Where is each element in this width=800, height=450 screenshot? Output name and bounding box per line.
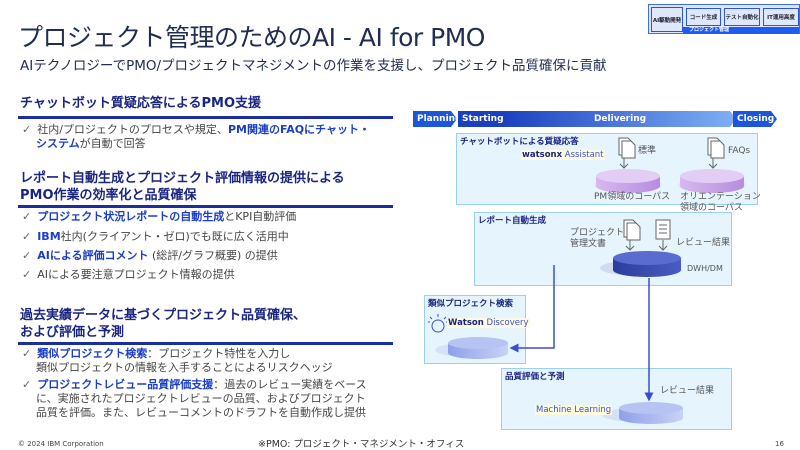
document-icon xyxy=(623,219,641,251)
phase-planning: Planning xyxy=(413,111,457,127)
phase-starting: Starting xyxy=(458,111,506,127)
phase-delivering: Delivering xyxy=(500,111,736,127)
section-heading: チャットボット質疑応答によるPMO支援 xyxy=(20,96,261,111)
box-title: 類似プロジェクト検索 xyxy=(428,299,514,309)
page-title: プロジェクト管理のためのAI - AI for PMO xyxy=(18,23,485,52)
page-subtitle: AIテクノロジーでPMO/プロジェクトマネジメントの作業を支援し、プロジェクト品… xyxy=(20,58,607,74)
box-title: 品質評価と予測 xyxy=(505,372,565,382)
document-icon xyxy=(707,137,725,169)
box-title: レポート自動生成 xyxy=(478,216,547,226)
topic-nav: AI駆動開発 コード生成 テスト自動化 IT運用高度 プロジェクト管理 xyxy=(648,4,800,34)
bullet-item: ✓プロジェクト状況レポートの自動生成とKPI自動評価 xyxy=(22,210,297,223)
corpus-database-icon xyxy=(678,169,746,193)
quality-box: 品質評価と予測 xyxy=(501,368,732,430)
bullet-item: ✓IBM社内(クライアント・ゼロ)でも既に広く活用中 xyxy=(22,230,289,243)
copyright: © 2024 IBM Corporation xyxy=(18,440,104,448)
doc-label: 標準 xyxy=(638,146,657,156)
watson-logo-icon xyxy=(428,314,448,333)
ml-database-icon xyxy=(602,402,683,424)
checklist-icon xyxy=(655,219,671,251)
box-title: チャットボットによる質疑応答 xyxy=(460,137,579,147)
bullet-item: ✓AIによる要注意プロジェクト情報の提供 xyxy=(22,268,235,281)
divider xyxy=(18,116,393,119)
bullet-item: ✓プロジェクトレビュー品質評価支援：過去のレビュー実績をベース に、実施されたプ… xyxy=(22,378,367,419)
review-label: レビュー結果 xyxy=(660,386,715,396)
product-label: Watson Discovery xyxy=(447,318,530,328)
doc-label: プロジェクト管理文書 xyxy=(570,228,625,249)
divider xyxy=(18,205,393,208)
corpus-label: PM領域のコーパス xyxy=(594,192,671,202)
doc-label: レビュー結果 xyxy=(676,238,731,248)
nav-active-group[interactable]: プロジェクト管理 xyxy=(683,27,799,34)
discovery-database-icon xyxy=(435,337,508,359)
bullet-item: ✓類似プロジェクト検索：プロジェクト特性を入力し 類似プロジェクトの情報を入手す… xyxy=(22,347,333,374)
product-label: Machine Learning xyxy=(535,405,613,415)
flow-arrow-similar xyxy=(509,265,555,353)
phase-closing: Closing xyxy=(733,111,777,127)
nav-item-code-gen[interactable]: コード生成 xyxy=(686,8,721,26)
nav-item-test-auto[interactable]: テスト自動化 xyxy=(724,8,760,26)
report-box: レポート自動生成 xyxy=(474,212,732,286)
divider xyxy=(18,342,393,345)
bullet-item: ✓社内/プロジェクトのプロセスや規定、PM関連のFAQにチャット・ システムが自… xyxy=(22,123,370,150)
footnote: ※PMO: プロジェクト・マネジメント・オフィス xyxy=(258,439,465,450)
document-icon xyxy=(618,137,636,169)
nav-item-it-ops[interactable]: IT運用高度 xyxy=(763,8,799,26)
section-heading: 過去実績データに基づくプロジェクト品質確保、および評価と予測 xyxy=(20,308,307,340)
corpus-database-icon xyxy=(594,169,662,193)
nav-item-ai-dev[interactable]: AI駆動開発 xyxy=(651,7,683,32)
dwh-database-icon xyxy=(600,251,681,277)
product-label: watsonx Assistant xyxy=(521,150,605,160)
doc-label: FAQs xyxy=(728,146,751,156)
page-number: 16 xyxy=(775,440,784,448)
chatbot-box: チャットボットによる質疑応答 xyxy=(456,133,758,205)
bullet-item: ✓AIによる評価コメント (総評/グラフ概要) の提供 xyxy=(22,249,278,262)
corpus-label: オリエンテーション領域のコーパス xyxy=(680,192,761,213)
db-label: DWH/DM xyxy=(687,264,723,273)
